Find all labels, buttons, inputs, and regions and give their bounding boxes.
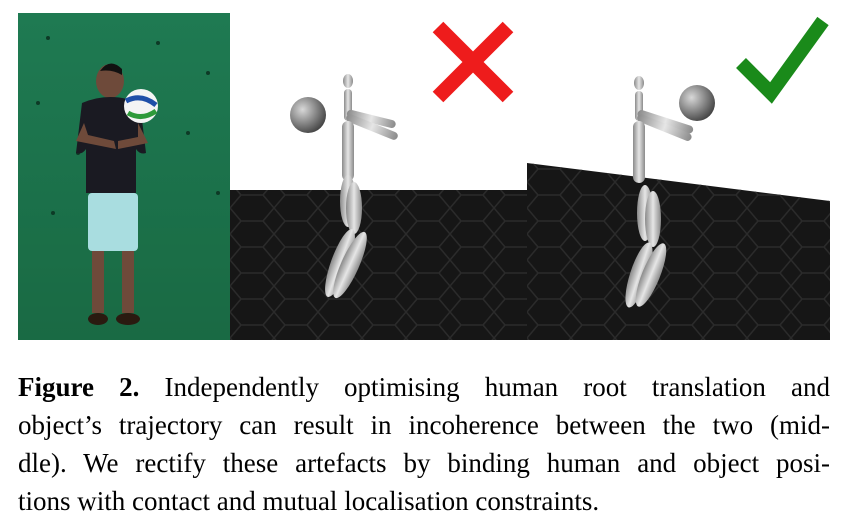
- coherent-render: [527, 13, 830, 340]
- figure-label: Figure 2.: [18, 372, 140, 402]
- figure-caption: Figure 2. Independently optimising human…: [18, 368, 830, 520]
- input-photo: [18, 13, 230, 340]
- caption-line-1: Figure 2. Independently optimising human…: [18, 372, 830, 402]
- incoherent-result-panel: [230, 13, 527, 340]
- red-cross-icon: [432, 21, 514, 103]
- input-photo-panel: [18, 13, 230, 340]
- skeleton-figure: [625, 76, 694, 308]
- ball-render: [290, 97, 326, 133]
- caption-line-2: object’s trajectory can result in incohe…: [18, 410, 830, 440]
- figure-2: [18, 13, 830, 340]
- coherent-result-panel: [527, 13, 830, 340]
- caption-line-3: dle). We rectify these artefacts by bind…: [18, 448, 830, 478]
- ball-photo: [124, 89, 158, 123]
- skeleton-figure: [325, 74, 398, 299]
- green-check-icon: [736, 16, 829, 104]
- incoherent-render: [230, 13, 527, 340]
- caption-line-4: tions with contact and mutual localisati…: [18, 486, 600, 516]
- person-figure: [76, 63, 148, 325]
- ball-render: [679, 85, 715, 121]
